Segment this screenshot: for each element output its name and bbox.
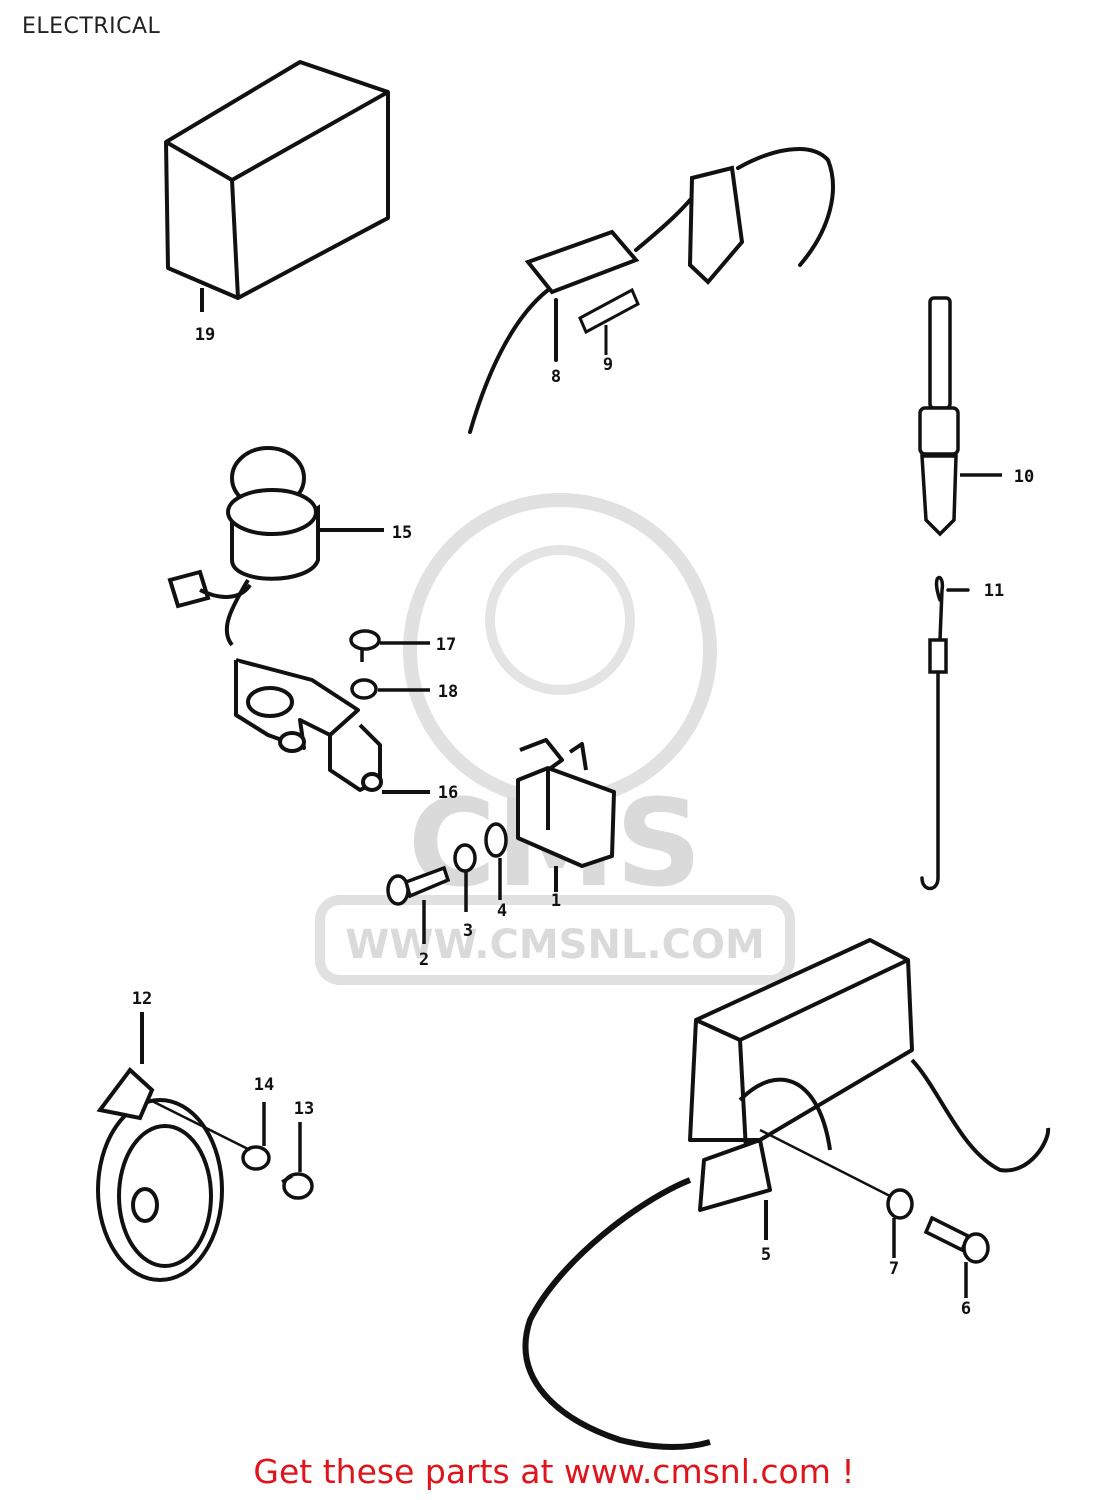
watermark-url: WWW.CMSNL.COM (345, 922, 765, 968)
footer-parts-link[interactable]: Get these parts at www.cmsnl.com ! (253, 1452, 855, 1491)
part-12-horn[interactable] (96, 1012, 224, 1282)
callout-16: 16 (438, 783, 458, 803)
part-2-bolt[interactable] (386, 865, 451, 944)
callout-14: 14 (254, 1075, 274, 1095)
part-15-ignition-switch[interactable] (167, 446, 384, 647)
part-3-washer[interactable] (453, 843, 477, 912)
callout-2: 2 (419, 950, 429, 970)
part-4-washer[interactable] (484, 822, 508, 900)
part-14-washer[interactable] (241, 1102, 271, 1171)
part-8-fuse-holder[interactable] (468, 147, 835, 434)
callout-17: 17 (436, 635, 456, 655)
part-19-box[interactable] (164, 60, 390, 312)
part-16-bracket[interactable] (234, 658, 430, 794)
callout-9: 9 (603, 355, 613, 375)
part-18-washer[interactable] (350, 678, 430, 700)
part-10-spark-plug[interactable] (918, 296, 1002, 537)
callout-8: 8 (551, 367, 561, 387)
callout-15: 15 (392, 523, 412, 543)
part-17-screw[interactable] (349, 629, 430, 662)
part-1-relay[interactable] (516, 738, 616, 892)
leader-line-5-7 (759, 1128, 891, 1198)
part-13-screw[interactable] (281, 1122, 314, 1200)
callout-4: 4 (497, 901, 507, 921)
callout-5: 5 (761, 1245, 771, 1265)
part-11-spring[interactable] (920, 576, 970, 891)
callout-18: 18 (438, 682, 458, 702)
callout-19: 19 (195, 325, 215, 345)
callout-7: 7 (889, 1259, 899, 1279)
part-7-washer[interactable] (886, 1188, 914, 1258)
callout-3: 3 (463, 921, 473, 941)
part-5-cdi-unit[interactable] (522, 938, 1051, 1450)
callout-6: 6 (961, 1299, 971, 1319)
callout-13: 13 (294, 1099, 314, 1119)
callout-12: 12 (132, 989, 152, 1009)
page-title: ELECTRICAL (22, 14, 161, 39)
leader-line-12-14 (149, 1098, 251, 1152)
callout-10: 10 (1014, 467, 1034, 487)
part-9-fuse[interactable] (578, 287, 640, 355)
callout-11: 11 (984, 581, 1004, 601)
part-6-screw[interactable] (923, 1215, 990, 1298)
callout-1: 1 (551, 891, 561, 911)
